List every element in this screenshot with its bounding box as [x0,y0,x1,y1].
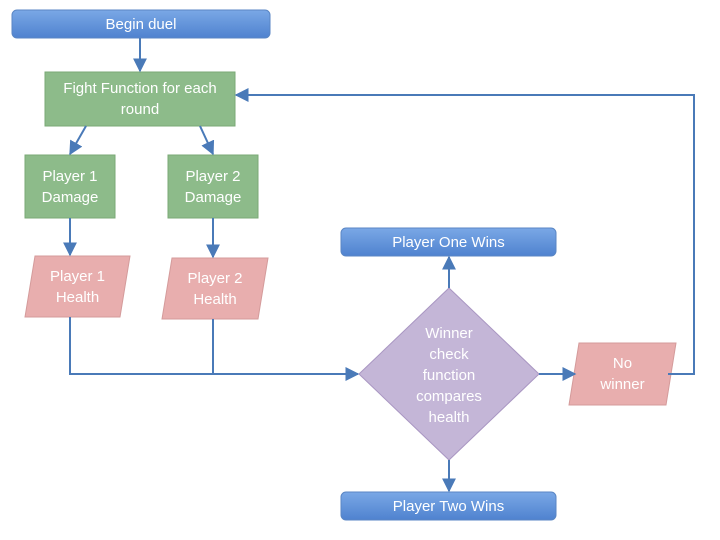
player-one-wins-node [340,227,557,257]
player-two-wins-node [340,491,557,521]
winner-check-node [358,287,540,461]
player2-health-node [161,257,269,320]
player1-damage-node [24,154,116,219]
begin-duel-node [11,9,271,39]
player2-damage-node [167,154,259,219]
player1-health-node [24,255,131,318]
connector-p1-health-to-check [69,317,360,381]
connector-fight-to-p2-damage [199,125,215,156]
no-winner-node [568,342,677,406]
connector-fight-to-p1-damage [69,125,87,156]
fight-function-node [44,71,236,127]
connector-no-winner-to-fight [234,88,695,375]
